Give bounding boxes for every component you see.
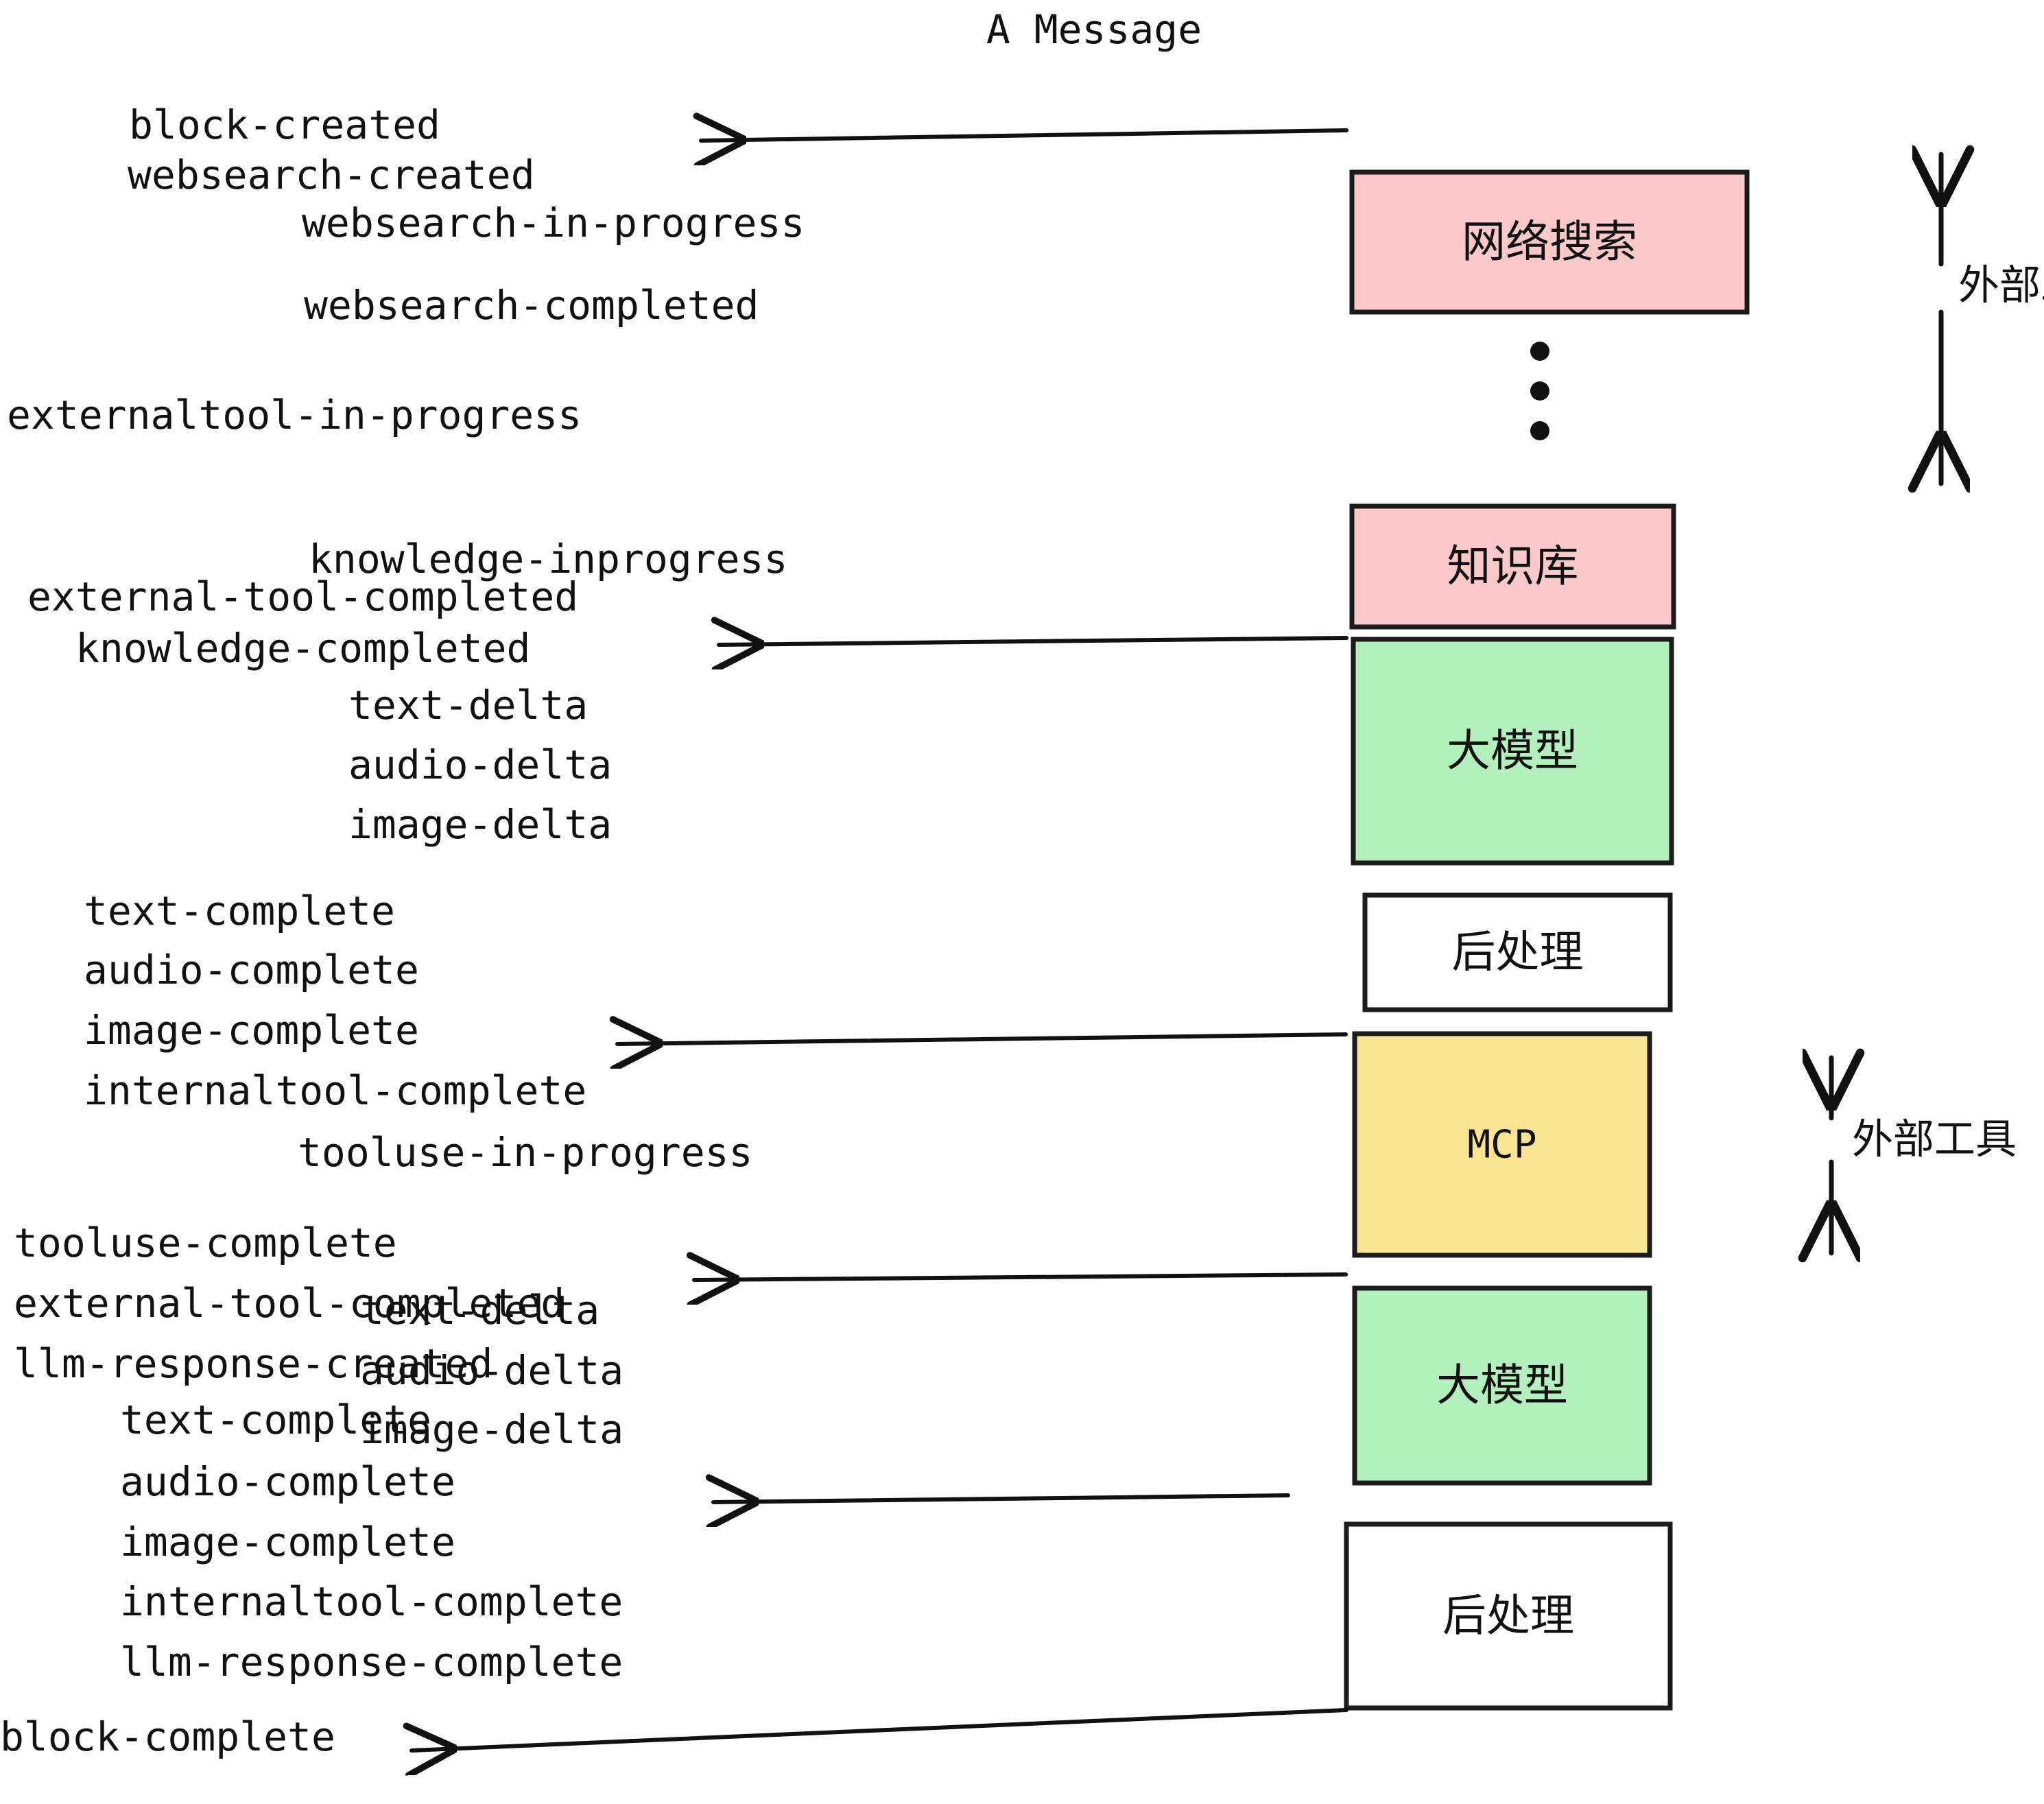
ellipsis-dot-icon (1530, 381, 1549, 401)
box-websearch[interactable]: 网络搜索 (1349, 169, 1750, 315)
event-label: text-delta (360, 1287, 599, 1333)
event-label: external-tool-completed (27, 573, 578, 620)
arrow-block-complete-icon (412, 1708, 1348, 1750)
event-label: knowledge-inprogress (309, 536, 787, 582)
box-rect-llm-1 (1351, 637, 1674, 866)
ellipsis-dot-icon (1530, 421, 1549, 440)
event-label: text-complete (120, 1397, 431, 1443)
event-label: block-created (129, 102, 440, 148)
side-label-external-tool-bottom: 外部工具 (1852, 1116, 2017, 1164)
event-label: image-delta (360, 1406, 623, 1453)
arrow-tooluse-complete-icon (694, 1274, 1348, 1280)
event-label: websearch-created (128, 152, 535, 198)
box-postprocess-1[interactable]: 后处理 (1362, 892, 1673, 1012)
arrow-knowledge-done-icon (719, 638, 1348, 645)
box-rect-llm-2 (1352, 1285, 1652, 1486)
box-label-mcp: MCP (1467, 1123, 1536, 1167)
ellipsis-dot-icon (1530, 342, 1549, 361)
event-label: knowledge-completed (75, 625, 530, 672)
event-label: llm-response-created (14, 1340, 492, 1387)
event-label: internaltool-complete (120, 1578, 623, 1625)
page-title: A Message (986, 6, 1202, 53)
event-label: audio-complete (120, 1458, 455, 1505)
box-label-llm-2: 大模型 (1436, 1361, 1568, 1412)
box-knowledge[interactable]: 知识库 (1349, 503, 1676, 630)
box-label-postprocess-1: 后处理 (1452, 927, 1584, 978)
event-label: image-delta (348, 801, 612, 848)
arrow-block-created-icon (701, 130, 1348, 141)
event-label: external-tool-completed (14, 1280, 565, 1327)
box-rect-websearch (1349, 169, 1750, 315)
event-label: image-complete (84, 1007, 419, 1054)
box-rect-mcp (1352, 1031, 1652, 1258)
box-mcp[interactable]: MCP (1352, 1031, 1652, 1258)
arrow-audio-complete-icon (713, 1495, 1290, 1502)
box-rect-postprocess-1 (1362, 892, 1673, 1012)
event-label: tooluse-complete (14, 1220, 397, 1266)
event-label: websearch-completed (304, 282, 759, 329)
event-label: internaltool-complete (84, 1067, 586, 1114)
box-label-llm-1: 大模型 (1447, 726, 1578, 777)
external-tool-brackets: 外部工具外部工具 (1831, 154, 2044, 1253)
box-rect-postprocess-2 (1344, 1521, 1673, 1711)
box-rect-knowledge (1349, 503, 1676, 630)
event-label-list: block-createdwebsearch-createdwebsearch-… (0, 102, 805, 1760)
box-postprocess-2[interactable]: 后处理 (1344, 1521, 1673, 1711)
box-label-postprocess-2: 后处理 (1442, 1591, 1574, 1642)
event-label: block-complete (0, 1713, 335, 1760)
side-group-external-tool-top: 外部工具 (1941, 154, 2044, 484)
event-label: externaltool-in-progress (7, 392, 582, 438)
box-label-websearch: 网络搜索 (1462, 217, 1637, 268)
event-label: audio-delta (348, 741, 612, 788)
box-label-knowledge: 知识库 (1447, 542, 1579, 593)
side-label-external-tool-top: 外部工具 (1958, 262, 2044, 310)
side-group-external-tool-bottom: 外部工具 (1831, 1058, 2017, 1253)
event-label: audio-delta (360, 1347, 623, 1394)
box-llm-2[interactable]: 大模型 (1352, 1285, 1652, 1486)
arrow-image-complete-icon (617, 1034, 1348, 1044)
event-arrows (412, 130, 1348, 1750)
event-label: tooluse-in-progress (298, 1129, 752, 1176)
event-label: text-delta (348, 682, 588, 728)
box-llm-1[interactable]: 大模型 (1351, 637, 1674, 866)
event-label: image-complete (120, 1519, 455, 1565)
event-label: llm-response-complete (120, 1639, 623, 1685)
event-label: audio-complete (84, 947, 419, 993)
event-label: websearch-in-progress (302, 200, 805, 246)
event-label: text-complete (84, 888, 395, 934)
vertical-ellipsis-icon (1530, 342, 1549, 440)
